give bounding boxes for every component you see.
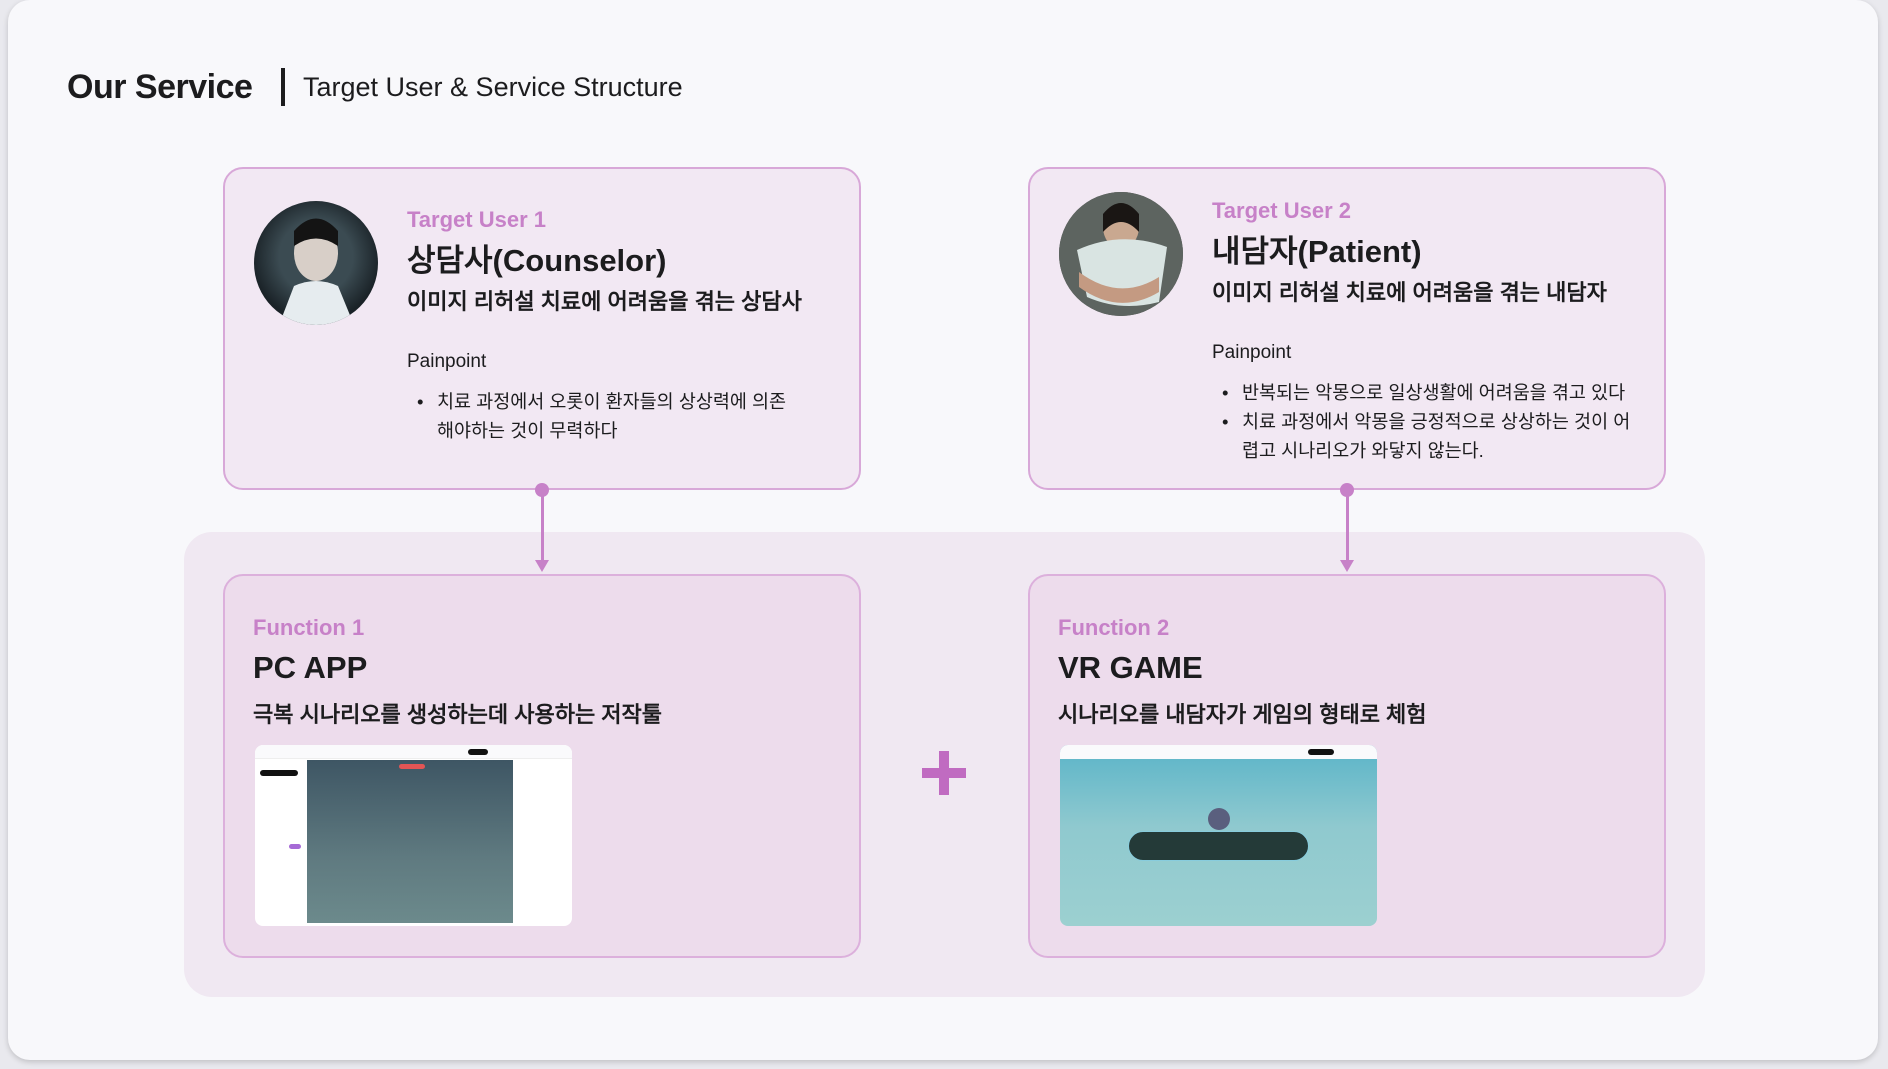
pc-app-screenshot	[255, 745, 572, 926]
arrow-down-icon	[535, 560, 549, 572]
vr-game-screenshot	[1060, 745, 1377, 926]
title-divider	[281, 68, 285, 106]
counselor-avatar	[254, 201, 378, 325]
connector-line	[541, 490, 544, 562]
function-desc: 시나리오를 내담자가 게임의 형태로 체험	[1058, 702, 1427, 727]
painpoint-label: Painpoint	[407, 351, 487, 372]
painpoint-item: 반복되는 악몽으로 일상생활에 어려움을 겪고 있다	[1222, 378, 1642, 407]
function-desc: 극복 시나리오를 생성하는데 사용하는 저작툴	[253, 702, 663, 727]
arrow-down-icon	[1340, 560, 1354, 572]
painpoint-item: 치료 과정에서 악몽을 긍정적으로 상상하는 것이 어렵고 시나리오가 와닿지 …	[1222, 407, 1642, 465]
target-user-desc: 이미지 리허설 치료에 어려움을 겪는 내담자	[1212, 280, 1607, 305]
character-icon	[1208, 808, 1230, 830]
target-user-desc: 이미지 리허설 치료에 어려움을 겪는 상담사	[407, 289, 802, 314]
target-user-label: Target User 2	[1212, 198, 1351, 223]
painpoint-item: 치료 과정에서 오롯이 환자들의 상상력에 의존 해야하는 것이 무력하다	[417, 387, 797, 445]
counselor-photo-icon	[279, 218, 354, 325]
function-label: Function 1	[253, 615, 365, 640]
plus-icon	[922, 751, 966, 795]
patient-photo-icon	[1059, 192, 1183, 316]
function-label: Function 2	[1058, 615, 1170, 640]
page-subtitle: Target User & Service Structure	[303, 72, 683, 102]
connector-line	[1346, 490, 1349, 562]
target-user-name: 내담자(Patient)	[1212, 234, 1422, 269]
function-name: PC APP	[253, 650, 368, 685]
patient-avatar	[1059, 192, 1183, 316]
painpoint-label: Painpoint	[1212, 342, 1292, 363]
target-user-1-card: Target User 1 상담사(Counselor) 이미지 리허설 치료에…	[223, 167, 861, 490]
page-title: Our Service	[67, 68, 253, 106]
target-user-2-card: Target User 2 내담자(Patient) 이미지 리허설 치료에 어…	[1028, 167, 1666, 490]
target-user-name: 상담사(Counselor)	[407, 243, 667, 278]
function-2-card: Function 2 VR GAME 시나리오를 내담자가 게임의 형태로 체험	[1028, 574, 1666, 958]
painpoint-list: 치료 과정에서 오롯이 환자들의 상상력에 의존 해야하는 것이 무력하다	[417, 387, 797, 445]
target-user-label: Target User 1	[407, 207, 546, 232]
function-1-card: Function 1 PC APP 극복 시나리오를 생성하는데 사용하는 저작…	[223, 574, 861, 958]
function-name: VR GAME	[1058, 650, 1203, 685]
painpoint-list: 반복되는 악몽으로 일상생활에 어려움을 겪고 있다 치료 과정에서 악몽을 긍…	[1222, 378, 1642, 465]
